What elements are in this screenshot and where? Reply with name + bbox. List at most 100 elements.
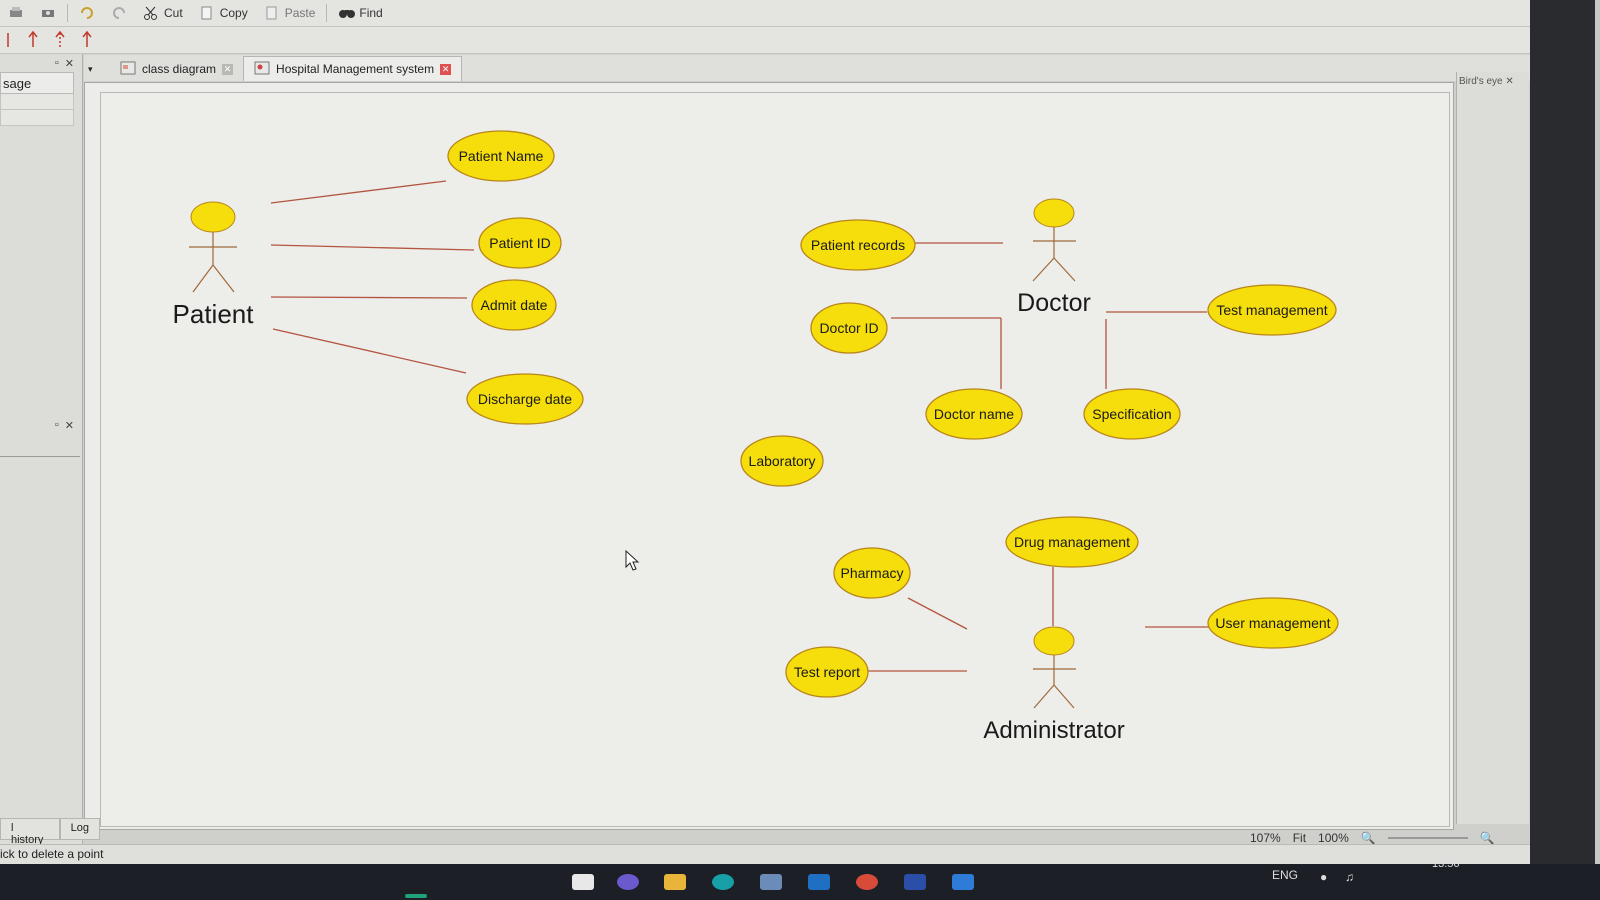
paste-button[interactable]: Paste: [256, 2, 324, 24]
birds-eye-title: Bird's eye: [1459, 76, 1503, 87]
message-field[interactable]: sage: [0, 72, 74, 94]
mail-icon[interactable]: [808, 874, 830, 890]
zoom-in-icon[interactable]: 🔍: [1479, 831, 1495, 845]
printer-setup-icon: [40, 6, 56, 20]
tab-history[interactable]: l history: [0, 818, 60, 846]
close-icon[interactable]: ✕: [1505, 76, 1514, 87]
use-case-drug-management[interactable]: Drug management: [1005, 516, 1139, 568]
actor-leg: [1033, 684, 1055, 709]
close-icon[interactable]: ✕: [440, 63, 452, 75]
actor-label: Doctor: [1017, 289, 1091, 317]
find-button[interactable]: Find: [330, 2, 390, 24]
tab-label: class diagram: [142, 62, 217, 76]
tab-class-diagram[interactable]: class diagram ✕: [110, 57, 243, 81]
use-case-patient-records[interactable]: Patient records: [800, 219, 916, 271]
paste-label: Paste: [284, 6, 316, 20]
zoom-100-button[interactable]: 100%: [1318, 831, 1349, 845]
left-panel-row: [0, 110, 74, 126]
actor-doctor[interactable]: Doctor: [1017, 198, 1091, 317]
zoom-slider[interactable]: [1387, 837, 1468, 839]
chat-icon[interactable]: [617, 874, 639, 890]
birds-eye-header: Bird's eye ✕: [1457, 72, 1529, 91]
left-panel-header: ▫ ✕: [0, 54, 82, 72]
actor-leg: [192, 264, 214, 293]
cut-button[interactable]: Cut: [135, 2, 191, 24]
tab-menu-button[interactable]: ▾: [84, 57, 110, 81]
search-icon[interactable]: [572, 874, 594, 890]
use-case-admit-date[interactable]: Admit date: [471, 279, 557, 331]
birds-eye-panel: Bird's eye ✕: [1456, 72, 1529, 824]
use-case-patient-name[interactable]: Patient Name: [447, 130, 555, 182]
app-icon[interactable]: [952, 874, 974, 890]
start-icon[interactable]: [405, 894, 427, 898]
browser-icon[interactable]: [712, 874, 734, 890]
use-case-label: Pharmacy: [840, 565, 903, 581]
association-line: [270, 296, 468, 299]
undo-icon: [79, 6, 95, 20]
copy-label: Copy: [219, 6, 248, 20]
actor-leg: [1032, 257, 1055, 282]
close-icon[interactable]: ✕: [222, 63, 234, 75]
actor-leg: [1053, 257, 1076, 282]
use-case-label: Laboratory: [749, 453, 816, 469]
print-preview-button[interactable]: [32, 2, 64, 24]
actor-head: [190, 201, 236, 233]
use-case-discharge-date[interactable]: Discharge date: [466, 373, 584, 425]
use-case-label: Specification: [1092, 406, 1171, 422]
folder-icon[interactable]: [664, 874, 686, 890]
use-case-test-report[interactable]: Test report: [785, 646, 869, 698]
zoom-fit-button[interactable]: Fit: [1292, 831, 1307, 845]
tab-hospital-management[interactable]: Hospital Management system ✕: [243, 56, 463, 81]
actor-label: Patient: [173, 299, 255, 329]
restore-icon[interactable]: ▫: [54, 419, 59, 431]
use-case-user-management[interactable]: User management: [1207, 597, 1339, 649]
redo-button[interactable]: [103, 2, 135, 24]
scissors-icon: [143, 6, 159, 20]
use-case-doctor-name[interactable]: Doctor name: [925, 388, 1023, 440]
actor-head: [1033, 198, 1075, 228]
use-case-specification[interactable]: Specification: [1083, 388, 1181, 440]
zoom-out-icon[interactable]: 🔍: [1360, 831, 1376, 845]
monitor-bezel: [1530, 0, 1600, 864]
tab-label: Hospital Management system: [276, 62, 435, 76]
arrow-tools[interactable]: [0, 27, 120, 53]
mouse-pointer-icon: [625, 549, 640, 571]
toolbar-separator: [326, 4, 328, 22]
use-case-laboratory[interactable]: Laboratory: [740, 435, 824, 487]
lower-panel-header: ▫ ✕: [0, 416, 82, 434]
use-case-pharmacy[interactable]: Pharmacy: [833, 547, 911, 599]
find-label: Find: [359, 6, 383, 20]
volume-icon[interactable]: ♫: [1345, 870, 1354, 884]
use-case-label: Doctor ID: [819, 320, 878, 336]
close-icon[interactable]: ✕: [64, 57, 74, 70]
word-icon[interactable]: [904, 874, 926, 890]
tab-bar: ▾ class diagram ✕ Hospital Management sy…: [84, 55, 1530, 81]
restore-icon[interactable]: ▫: [54, 57, 59, 69]
language-indicator[interactable]: ENG: [1272, 868, 1299, 882]
diagram-canvas[interactable]: Patient Doctor Administrator Patient Nam…: [100, 92, 1450, 827]
taskbar: ENG ● ♫ 13:56: [0, 858, 1600, 900]
actor-administrator[interactable]: Administrator: [983, 626, 1125, 744]
use-case-doctor-id[interactable]: Doctor ID: [810, 302, 888, 354]
use-case-test-management[interactable]: Test management: [1207, 284, 1337, 336]
redo-icon: [111, 6, 127, 20]
use-case-patient-id[interactable]: Patient ID: [478, 217, 562, 269]
actor-head: [1033, 626, 1075, 656]
association-line: [270, 244, 475, 251]
wifi-icon[interactable]: ●: [1320, 870, 1328, 884]
tab-log[interactable]: Log: [59, 818, 100, 840]
print-button[interactable]: [0, 2, 32, 24]
undo-button[interactable]: [71, 2, 103, 24]
left-panel-row: [0, 94, 74, 110]
association-lines: [270, 180, 1209, 672]
close-icon[interactable]: ✕: [64, 419, 74, 432]
actor-label: Administrator: [983, 717, 1124, 744]
actor-patient[interactable]: Patient: [173, 201, 255, 329]
lower-panel-input[interactable]: [0, 436, 80, 457]
copy-button[interactable]: Copy: [191, 2, 256, 24]
clock[interactable]: 13:56: [1432, 858, 1460, 870]
use-case-diagram: Patient Doctor Administrator Patient Nam…: [173, 130, 1339, 744]
toolbar-separator: [67, 4, 68, 22]
app-icon[interactable]: [856, 874, 878, 890]
store-icon[interactable]: [760, 874, 782, 890]
